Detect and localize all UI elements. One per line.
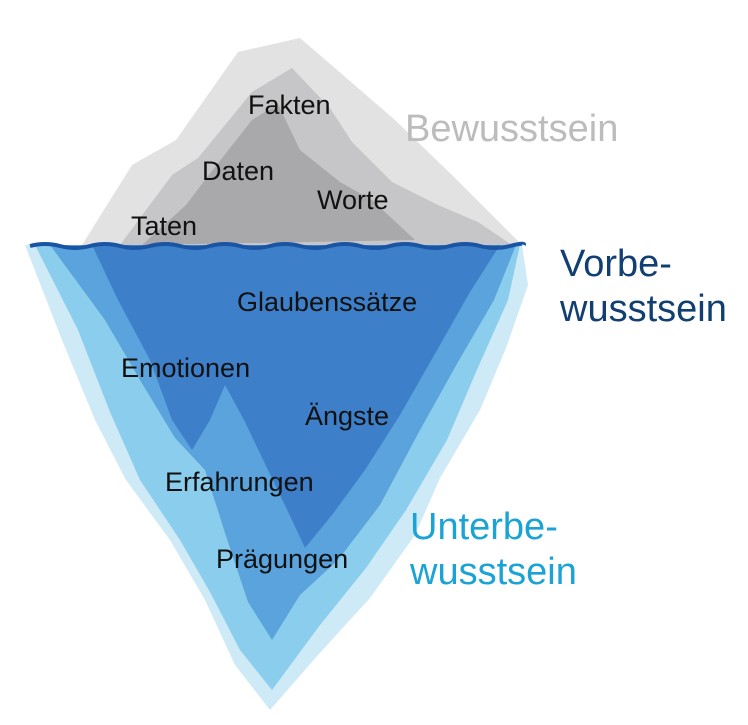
iceberg-tip-front xyxy=(142,104,415,245)
water-line xyxy=(29,241,527,250)
zone-label-vorbewusstsein: Vorbe- wusstsein xyxy=(560,242,727,332)
label-worte: Worte xyxy=(317,185,389,215)
label-daten: Daten xyxy=(202,156,275,186)
label-praegungen: Prägungen xyxy=(216,544,349,574)
label-taten: Taten xyxy=(131,211,198,241)
label-glaubenssaetze: Glaubenssätze xyxy=(237,287,418,317)
zone-vorbewusstsein-line2: wusstsein xyxy=(560,287,727,330)
zone-label-unterbewusstsein: Unterbe- wusstsein xyxy=(410,505,577,595)
label-aengste: Ängste xyxy=(305,401,390,431)
zone-unterbewusstsein-line1: Unterbe- xyxy=(410,506,558,548)
zone-unterbewusstsein-line2: wusstsein xyxy=(410,550,577,593)
zone-label-bewusstsein: Bewusstsein xyxy=(405,107,618,152)
zone-vorbewusstsein-line1: Vorbe- xyxy=(560,243,672,285)
label-emotionen: Emotionen xyxy=(121,353,251,383)
zone-bewusstsein-text: Bewusstsein xyxy=(405,108,619,150)
iceberg-body-core xyxy=(92,245,500,548)
label-fakten: Fakten xyxy=(248,90,331,120)
label-erfahrungen: Erfahrungen xyxy=(165,467,314,497)
